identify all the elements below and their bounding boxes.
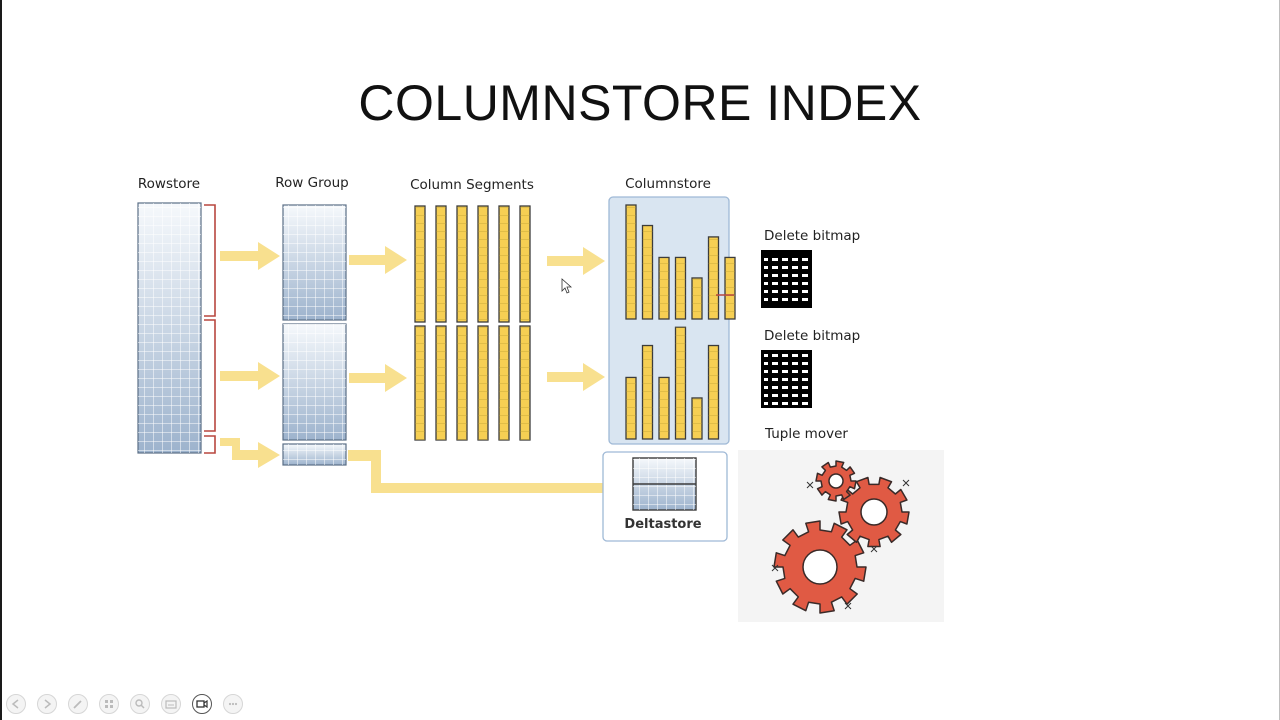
zoom-icon bbox=[135, 699, 145, 709]
columnstore-bar-cells bbox=[675, 327, 686, 439]
row-group-2 bbox=[282, 323, 347, 441]
columnstore-label: Columnstore bbox=[625, 176, 711, 192]
delete-bitmap-1-icon bbox=[761, 250, 812, 308]
column-segment-cells bbox=[415, 206, 425, 322]
column-segment-cells bbox=[457, 326, 467, 440]
more-options-button[interactable] bbox=[223, 694, 243, 714]
sparkle bbox=[844, 602, 852, 610]
column-segment-cells bbox=[478, 206, 488, 322]
sparkle bbox=[902, 479, 910, 487]
column-segment-cells bbox=[436, 326, 446, 440]
slides-icon bbox=[105, 700, 113, 708]
subtitles-icon bbox=[165, 700, 177, 709]
columnstore-bar-cells bbox=[626, 205, 636, 319]
row-group-label: Row Group bbox=[275, 175, 349, 191]
slide-title: COLUMNSTORE INDEX bbox=[358, 75, 922, 131]
rowstore-brackets bbox=[204, 204, 216, 454]
arrows-to-columnstore bbox=[547, 247, 605, 391]
next-icon bbox=[44, 699, 52, 709]
pen-icon bbox=[73, 700, 82, 709]
rowstore-label: Rowstore bbox=[137, 176, 201, 192]
next-slide-button[interactable] bbox=[37, 694, 57, 714]
column-segment-cells bbox=[499, 206, 509, 322]
more-icon bbox=[228, 702, 238, 706]
camera-icon bbox=[196, 699, 208, 709]
columnstore-bar-cells bbox=[675, 257, 686, 319]
subtitles-button[interactable] bbox=[161, 694, 181, 714]
columnstore-bar-cells bbox=[692, 397, 702, 439]
columnstore-bar-cells bbox=[708, 236, 719, 319]
gears-icon bbox=[771, 460, 910, 614]
zoom-button[interactable] bbox=[130, 694, 150, 714]
arrows-to-rowgroups bbox=[220, 242, 280, 468]
arrow-to-deltastore bbox=[348, 450, 630, 502]
columnstore-bar-cells bbox=[642, 225, 653, 319]
gear-hole bbox=[860, 498, 888, 526]
columnstore-bar-cells bbox=[708, 345, 719, 439]
columnstore-bar-cells bbox=[659, 257, 669, 319]
arrows-to-segments bbox=[349, 246, 407, 392]
row-group-3 bbox=[282, 443, 347, 466]
deltastore-grid bbox=[632, 457, 697, 511]
rowstore-grid bbox=[137, 202, 202, 454]
delete-bitmap-label-1: Delete bitmap bbox=[764, 228, 861, 244]
columnstore-bar-cells bbox=[725, 257, 735, 319]
sparkle bbox=[771, 564, 779, 572]
prev-slide-button[interactable] bbox=[6, 694, 26, 714]
see-all-slides-button[interactable] bbox=[99, 694, 119, 714]
columnstore-bars bbox=[625, 204, 736, 440]
pen-button[interactable] bbox=[68, 694, 88, 714]
column-segment-cells bbox=[520, 326, 530, 440]
column-segments bbox=[414, 205, 531, 441]
row-group-1 bbox=[282, 204, 347, 321]
camera-button[interactable] bbox=[192, 694, 212, 714]
slide-left-border bbox=[0, 0, 2, 720]
deltastore-label: Deltastore bbox=[624, 517, 702, 532]
gear-hole bbox=[828, 473, 844, 489]
delete-bitmap-label-2: Delete bitmap bbox=[764, 328, 861, 344]
column-segment-cells bbox=[520, 206, 530, 322]
tuple-mover-box bbox=[756, 420, 852, 448]
column-segment-cells bbox=[478, 326, 488, 440]
column-segment-cells bbox=[457, 206, 467, 322]
column-segments-label: Column Segments bbox=[410, 177, 534, 193]
sparkle bbox=[870, 545, 878, 553]
tuple-mover-label: Tuple mover bbox=[765, 426, 848, 442]
gear-hole bbox=[802, 549, 838, 585]
columnstore-bar-cells bbox=[692, 277, 702, 319]
columnstore-bar-cells bbox=[642, 345, 653, 439]
delete-bitmap-2-icon bbox=[761, 350, 812, 408]
mouse-cursor-icon bbox=[561, 278, 573, 294]
columnstore-panel bbox=[608, 196, 730, 445]
column-segment-cells bbox=[499, 326, 509, 440]
prev-icon bbox=[11, 699, 19, 709]
sparkle bbox=[806, 481, 814, 489]
columnstore-bar-cells bbox=[659, 377, 669, 439]
column-segment-cells bbox=[415, 326, 425, 440]
column-segment-cells bbox=[436, 206, 446, 322]
columnstore-bar-cells bbox=[626, 377, 636, 439]
